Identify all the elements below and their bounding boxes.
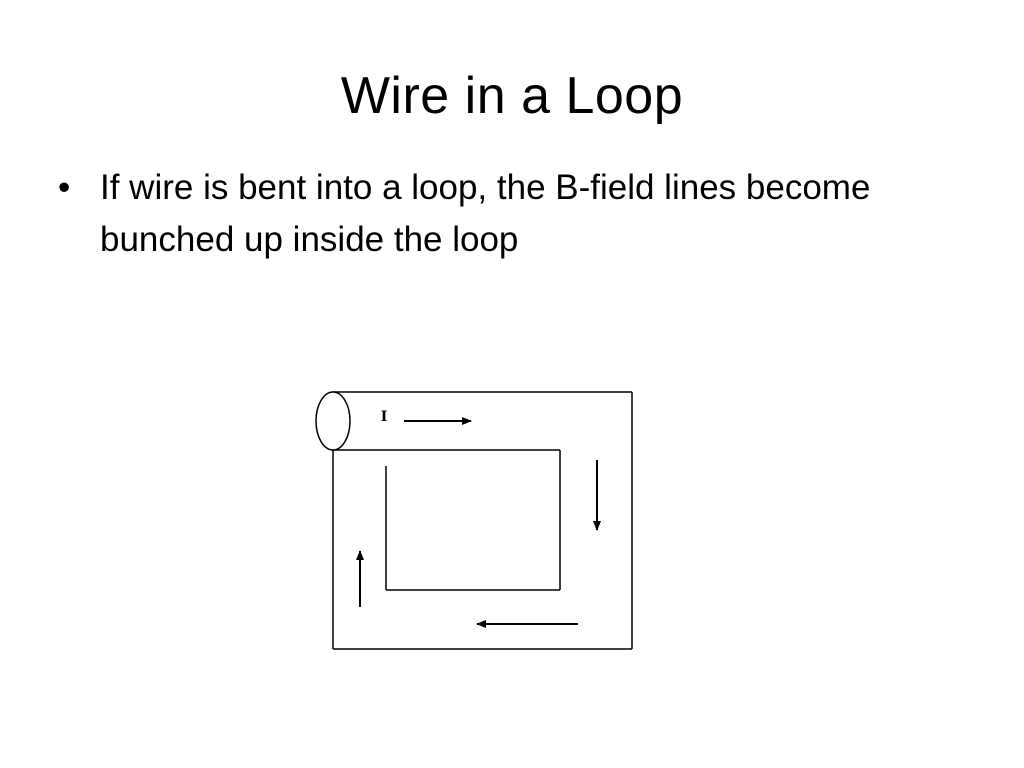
outer-loop-wire [332, 391, 633, 650]
slide-title: Wire in a Loop [340, 67, 684, 125]
current-label: I [381, 409, 388, 425]
bullet-list: • If wire is bent into a loop, the B-fie… [58, 162, 938, 266]
bullet-text: If wire is bent into a loop, the B-field… [100, 168, 871, 259]
wire-end-cross-section [315, 391, 351, 451]
bullet-marker: • [58, 168, 71, 207]
bullet-item: • If wire is bent into a loop, the B-fie… [58, 162, 938, 266]
inner-loop-wire [385, 450, 561, 591]
